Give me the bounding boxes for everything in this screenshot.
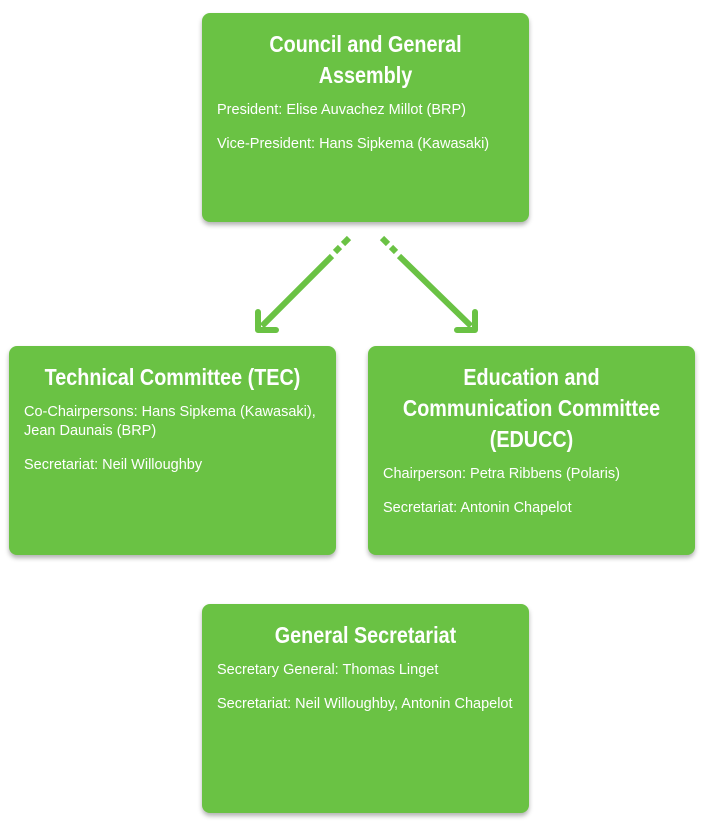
council-box: Council and General Assembly President: … [202, 13, 529, 222]
secretariat-box: General Secretariat Secretary General: T… [202, 604, 529, 813]
arrow-to-tec [255, 235, 352, 333]
secretariat-title: General Secretariat [274, 622, 457, 648]
tec-secretariat: Secretariat: Neil Willoughby [24, 457, 203, 473]
educc-box: Education and Communication Committee (E… [368, 346, 695, 555]
council-title: Council and General Assembly [269, 31, 462, 88]
arrow-to-educc [379, 235, 478, 333]
council-president: President: Elise Auvachez Millot (BRP) [217, 102, 467, 118]
educc-title: Education and Communication Committee (E… [402, 364, 661, 452]
educc-secretariat: Secretariat: Antonin Chapelot [383, 500, 572, 516]
tec-co-chairpersons: Co-Chairpersons: Hans Sipkema (Kawasaki)… [24, 404, 316, 439]
secretariat-staff: Secretariat: Neil Willoughby, Antonin Ch… [217, 696, 513, 712]
educc-chairperson: Chairperson: Petra Ribbens (Polaris) [383, 466, 620, 482]
tec-box: Technical Committee (TEC) Co-Chairperson… [9, 346, 336, 555]
tec-title: Technical Committee (TEC) [44, 364, 301, 390]
secretary-general: Secretary General: Thomas Linget [217, 662, 439, 678]
council-vice-president: Vice-President: Hans Sipkema (Kawasaki) [217, 136, 490, 152]
